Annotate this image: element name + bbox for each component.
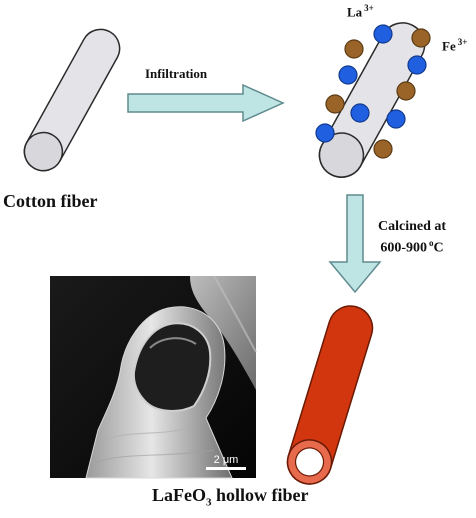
calcination-arrow-icon: [328, 194, 382, 294]
infiltration-label: Infiltration: [145, 66, 208, 81]
calcined-line-1: Calcined at: [378, 219, 447, 234]
impregnated-fiber-icon: [318, 22, 426, 178]
scale-bar-line: [206, 467, 246, 470]
fe-ion-charge: 3+: [457, 37, 468, 47]
la-ion-charge: 3+: [364, 3, 374, 13]
cotton-fiber-label: Cotton fiber: [3, 191, 98, 211]
product-suffix: hollow fiber: [211, 485, 309, 505]
la-ion-symbol: La: [347, 4, 363, 20]
product-label: LaFeO3 hollow fiber: [152, 485, 309, 509]
cotton-fiber-icon: [23, 28, 121, 172]
product-subscript: 3: [206, 496, 212, 509]
product-formula: LaFeO: [152, 485, 206, 505]
fe-ion-symbol: Fe: [442, 38, 456, 54]
infiltration-arrow-icon: [127, 83, 285, 123]
hollow-fiber-icon: [286, 305, 374, 485]
sem-micrograph-image: 2 μm: [50, 275, 257, 479]
calcined-degree: o: [429, 238, 434, 248]
scale-bar-label: 2 μm: [214, 454, 239, 466]
fe-ion-icons: [325, 28, 431, 159]
calcined-temperature: 600-900: [380, 240, 428, 256]
calcined-unit: C: [433, 240, 444, 256]
la-ion-icons: [315, 24, 427, 143]
